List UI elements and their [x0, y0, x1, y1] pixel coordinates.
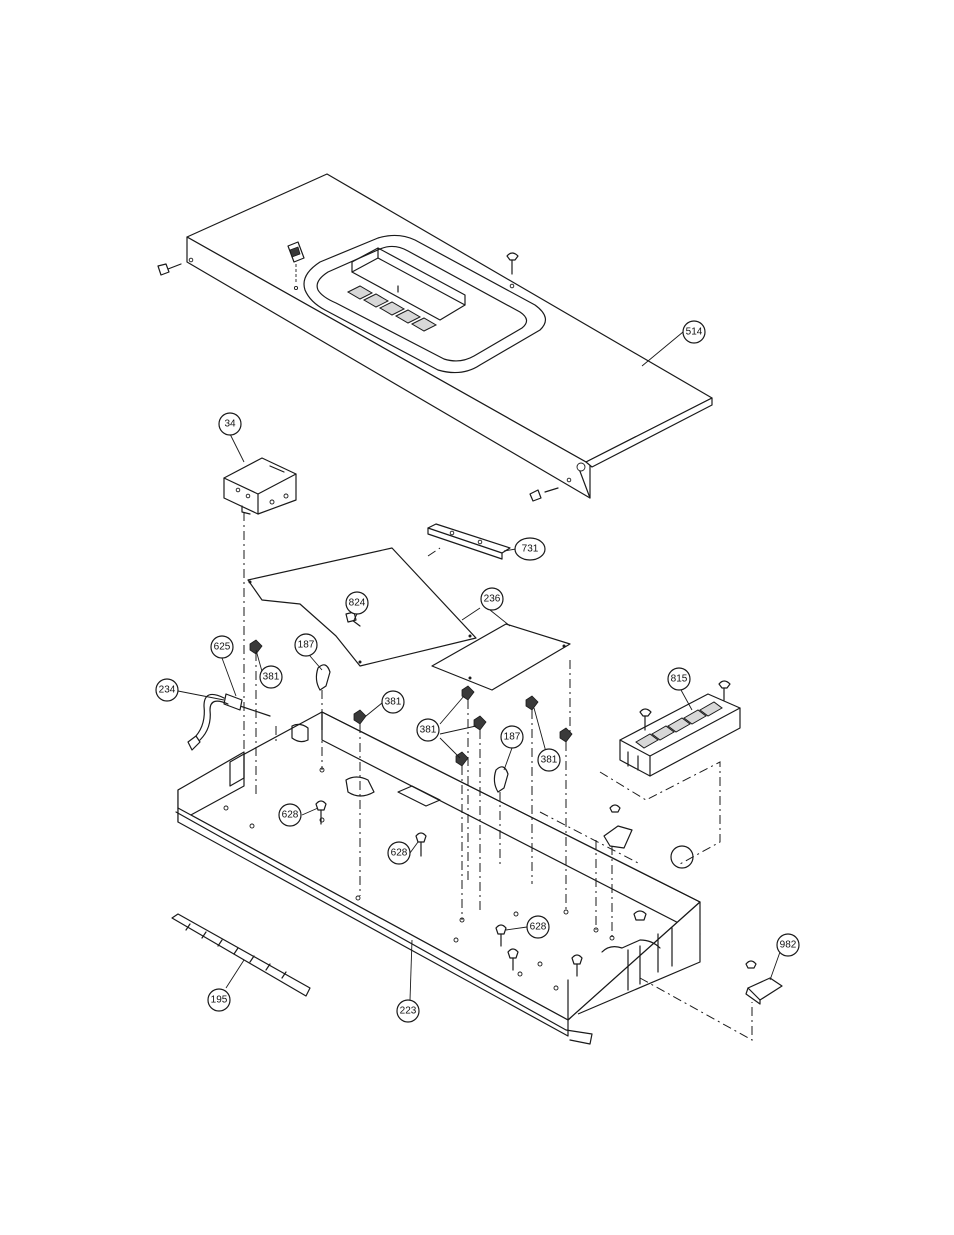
callout-34: 34 [219, 413, 241, 435]
callout-514: 514 [683, 321, 705, 343]
wing-nut-6 [526, 696, 538, 710]
svg-text:514: 514 [686, 327, 703, 338]
cable-clamp [604, 805, 632, 848]
terminal-mount-line [600, 762, 720, 864]
wing-nut-4 [474, 716, 486, 730]
svg-text:195: 195 [211, 995, 228, 1006]
svg-text:234: 234 [159, 685, 176, 696]
clamp-mount-line [640, 978, 752, 1040]
mounting-clamp [746, 961, 782, 1004]
standoff-6 [634, 911, 646, 920]
cable-clip-1 [316, 665, 330, 690]
callout-187-right: 187 [501, 726, 523, 748]
wing-nut-1 [250, 640, 262, 654]
svg-text:187: 187 [504, 732, 521, 743]
callout-236: 236 [481, 588, 503, 610]
svg-text:628: 628 [282, 810, 299, 821]
svg-text:628: 628 [391, 848, 408, 859]
cable-tie [172, 914, 310, 996]
svg-text:381: 381 [263, 672, 280, 683]
junction-box [224, 458, 296, 514]
callout-628-left: 628 [279, 804, 301, 826]
svg-text:824: 824 [349, 598, 366, 609]
cover-screw-bottom [530, 488, 558, 501]
svg-text:625: 625 [214, 642, 231, 653]
callout-824: 824 [346, 592, 368, 614]
callout-381-left: 381 [260, 666, 282, 688]
callout-815: 815 [668, 668, 690, 690]
wing-nut-3 [462, 686, 474, 700]
wing-nut-5 [456, 752, 468, 766]
callout-223: 223 [397, 1000, 419, 1022]
svg-text:381: 381 [385, 697, 402, 708]
callout-982: 982 [777, 934, 799, 956]
callout-381-center: 381 [382, 691, 404, 713]
base-chassis [176, 712, 700, 1044]
callout-381-group: 381 [417, 719, 439, 741]
callout-625: 625 [211, 636, 233, 658]
cover-screw-top [507, 253, 518, 274]
svg-text:982: 982 [780, 940, 797, 951]
svg-text:34: 34 [224, 419, 236, 430]
svg-text:236: 236 [484, 594, 501, 605]
cable-clip-2 [494, 767, 508, 792]
callout-381-right: 381 [538, 749, 560, 771]
bracket-mount-line [428, 548, 440, 556]
svg-text:815: 815 [671, 674, 688, 685]
grommet-disc [671, 846, 693, 868]
svg-text:187: 187 [298, 640, 315, 651]
svg-text:381: 381 [541, 755, 558, 766]
terminal-screw-right [719, 681, 730, 700]
top-cover-panel [187, 174, 712, 498]
svg-text:731: 731 [522, 544, 539, 555]
svg-text:381: 381 [420, 725, 437, 736]
mount-bracket-strip [428, 524, 510, 559]
callout-628-center: 628 [388, 842, 410, 864]
callout-628-right: 628 [527, 916, 549, 938]
svg-text:223: 223 [400, 1006, 417, 1017]
callout-195: 195 [208, 989, 230, 1011]
callout-234: 234 [156, 679, 178, 701]
cover-screw-left [158, 264, 181, 275]
terminal-block [620, 694, 740, 776]
callout-187-left: 187 [295, 634, 317, 656]
svg-text:628: 628 [530, 922, 547, 933]
wire-connector-assembly [188, 694, 270, 750]
callout-731: 731 [515, 538, 545, 560]
wing-nut-2 [354, 710, 366, 724]
